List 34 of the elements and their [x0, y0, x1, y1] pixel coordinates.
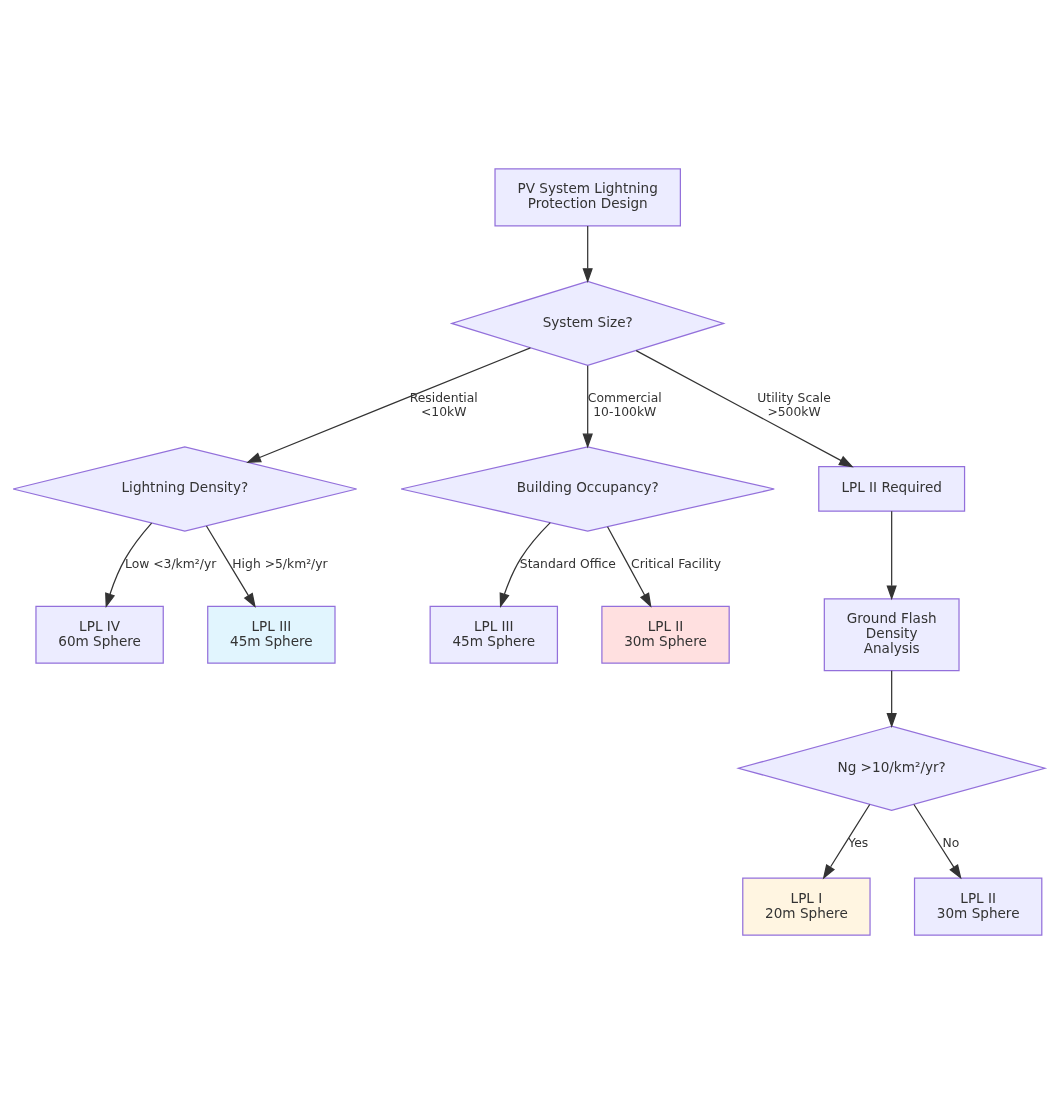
node-diamond: Ng >10/km²/yr? — [736, 725, 1048, 811]
arrow — [246, 346, 532, 463]
arrow — [582, 224, 593, 283]
arrow — [105, 522, 153, 608]
arrow — [886, 669, 897, 728]
edge-label: Commercial 10-100kW — [587, 390, 662, 419]
edge-label: Utility Scale >500kW — [757, 390, 831, 419]
arrow — [582, 364, 593, 448]
node-box: LPL III 45m Sphere — [429, 605, 559, 664]
arrow — [606, 525, 652, 608]
node-diamond: Lightning Density? — [12, 445, 358, 532]
edge-label: No — [942, 835, 960, 850]
edge-label: Low <3/km²/yr — [125, 556, 217, 571]
edge-label: Yes — [848, 835, 869, 850]
node-box: Ground Flash Density Analysis — [823, 597, 960, 671]
arrow — [886, 510, 897, 600]
edge-label: Residential <10kW — [409, 390, 478, 419]
arrow — [913, 803, 962, 879]
edge-label: Critical Facility — [631, 556, 721, 571]
node-box: LPL II Required — [818, 465, 966, 512]
node-box: LPL I 20m Sphere — [742, 877, 871, 936]
edge-label: Standard Office — [519, 556, 616, 571]
node-diamond: Building Occupancy? — [400, 445, 775, 532]
node-box: LPL II 30m Sphere — [913, 877, 1043, 936]
arrow — [205, 524, 256, 608]
node-box: LPL III 45m Sphere — [207, 605, 336, 664]
arrow — [822, 803, 871, 879]
arrow — [499, 521, 551, 608]
node-box: LPL II 30m Sphere — [601, 605, 730, 664]
node-diamond: System Size? — [449, 280, 726, 366]
node-box: PV System Lightning Protection Design — [494, 167, 681, 226]
node-box: LPL IV 60m Sphere — [35, 605, 164, 664]
arrow — [635, 349, 854, 467]
edge-label: High >5/km²/yr — [232, 556, 328, 571]
